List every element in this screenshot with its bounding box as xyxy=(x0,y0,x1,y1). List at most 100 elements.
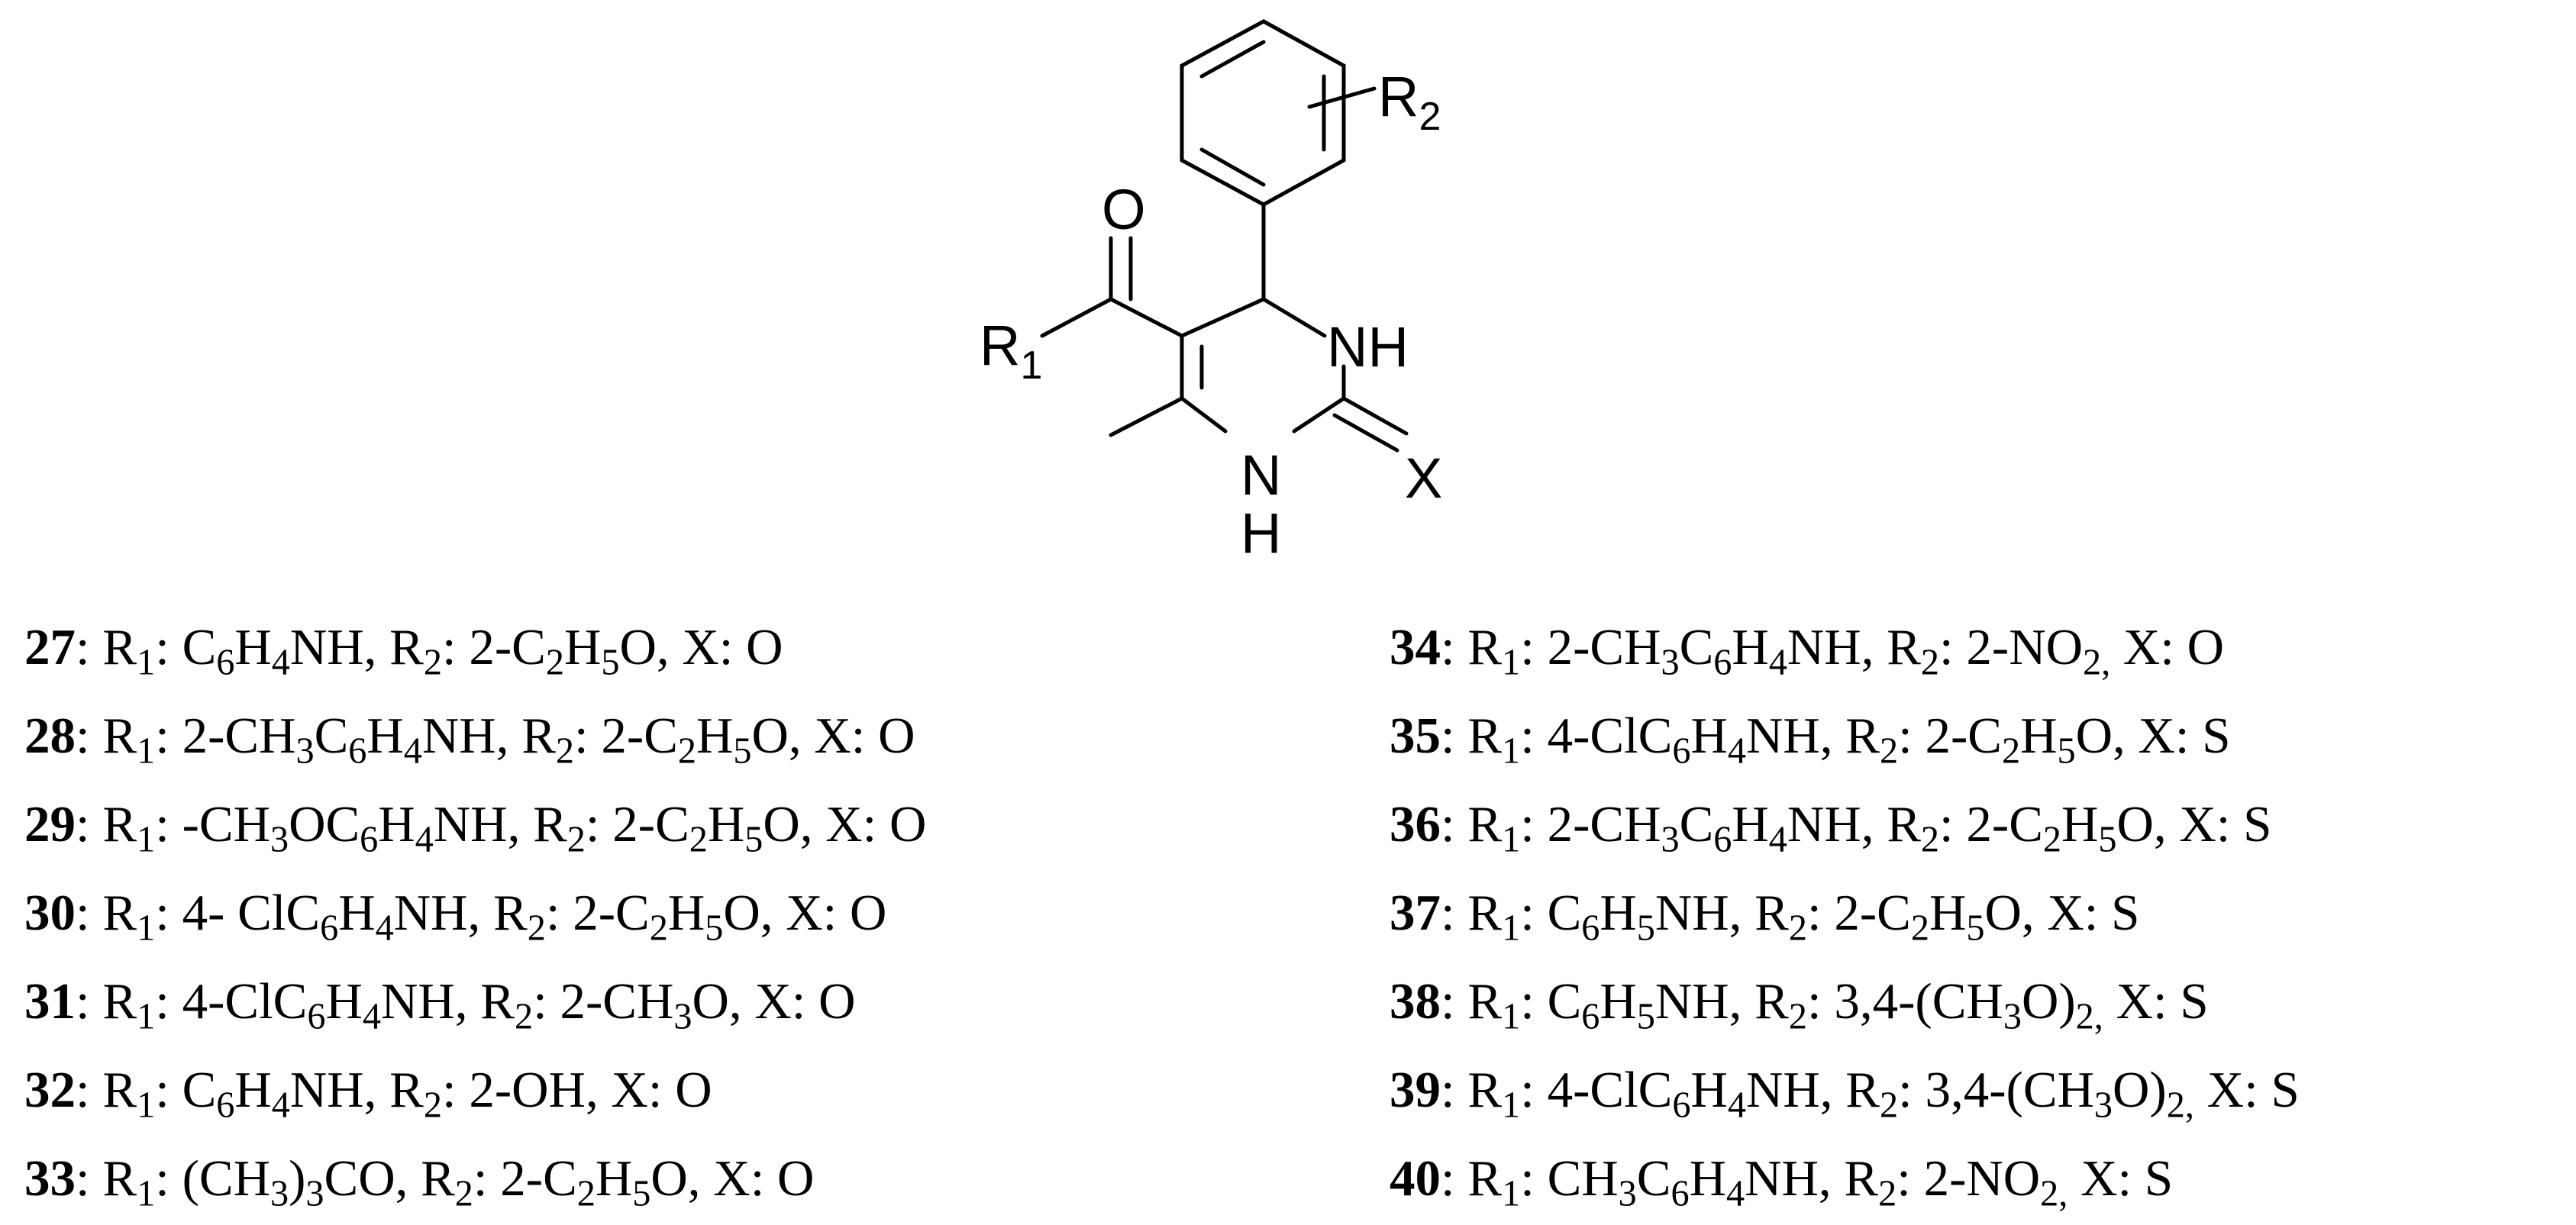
formula-subscript: 5 xyxy=(601,642,620,683)
formula-text: : 2-C xyxy=(473,1150,577,1207)
formula-text: NH, R xyxy=(1746,1062,1880,1118)
formula-subscript: 4 xyxy=(1726,1173,1745,1214)
compound-entry: 28: R1: 2-CH3C6H4NH, R2: 2-C2H5O, X: O xyxy=(24,708,915,772)
r1-label: R1 xyxy=(980,314,1042,388)
formula-text: : 4-ClC xyxy=(1520,1062,1673,1118)
formula-subscript: 3 xyxy=(1618,1173,1637,1214)
formula-text: : 2-C xyxy=(574,708,678,764)
formula-text: H xyxy=(1732,619,1769,675)
oxygen-label: O xyxy=(1102,178,1146,241)
formula-text: R xyxy=(1467,885,1503,941)
formula-text: : C xyxy=(155,619,217,675)
formula-text: : -CH xyxy=(155,796,270,853)
formula-text: NH, R xyxy=(289,619,424,675)
formula-text: : (CH xyxy=(155,1150,270,1207)
formula-subscript: 2, xyxy=(2040,1173,2068,1214)
formula-text: H xyxy=(234,619,272,675)
formula-subscript: 1 xyxy=(137,1173,156,1214)
formula-text: : 3,4-(CH xyxy=(1898,1062,2094,1118)
compound-number: 32 xyxy=(24,1062,76,1118)
formula-subscript: 1 xyxy=(1502,907,1521,949)
formula-text: C xyxy=(1679,619,1714,675)
formula-text: H xyxy=(234,1062,272,1118)
chemical-structure-scaffold: R2 O R1 NH N H X xyxy=(980,19,1442,565)
formula-subscript: 2 xyxy=(1920,819,1940,860)
formula-text: NH, R xyxy=(421,708,556,764)
compound-entry: 31: R1: 4-ClC6H4NH, R2: 2-CH3O, X: O xyxy=(24,973,856,1037)
formula-subscript: 2 xyxy=(1878,1173,1897,1214)
formula-text: O) xyxy=(2113,1062,2167,1118)
r2-label: R2 xyxy=(1378,65,1441,139)
formula-text: H xyxy=(1732,796,1769,853)
formula-text: NH, R xyxy=(1654,973,1789,1030)
formula-subscript: 2 xyxy=(2042,819,2062,860)
formula-subscript: 5 xyxy=(2057,730,2076,772)
formula-subscript: 5 xyxy=(705,907,724,949)
formula-text: H xyxy=(564,619,602,675)
formula-text: : 2-C xyxy=(1898,708,2002,764)
compound-number: 35 xyxy=(1390,708,1441,764)
r2-bond xyxy=(1307,86,1377,109)
compound-entry: 38: R1: C6H5NH, R2: 3,4-(CH3O)2, X: S xyxy=(1390,973,2209,1037)
formula-subscript: 1 xyxy=(1502,819,1521,860)
formula-text: CO, R xyxy=(324,1150,455,1207)
formula-subscript: 1 xyxy=(137,996,156,1037)
formula-text: R xyxy=(102,1150,137,1207)
nh-bottom-h-label: H xyxy=(1241,501,1281,565)
formula-text: O) xyxy=(2021,973,2076,1030)
formula-subscript: 4 xyxy=(1768,819,1787,860)
carbonyl-bond xyxy=(1109,297,1184,338)
formula-subscript: 5 xyxy=(1636,907,1655,949)
formula-subscript: 2 xyxy=(677,730,697,772)
formula-text: O, X: O xyxy=(723,885,887,941)
formula-subscript: 5 xyxy=(744,819,763,860)
formula-text: : 2-OH, X: O xyxy=(442,1062,712,1118)
formula-subscript: 6 xyxy=(1581,907,1600,949)
formula-text: R xyxy=(1467,708,1503,764)
compound-entry: 40: R1: CH3C6H4NH, R2: 2-NO2, X: S xyxy=(1390,1150,2174,1214)
formula-text: : 4-ClC xyxy=(155,973,308,1030)
formula-text: R xyxy=(1467,796,1503,853)
formula-text: X: O xyxy=(2110,619,2225,675)
formula-text: : 2-C xyxy=(1807,885,1911,941)
compound-entry: 32: R1: C6H4NH, R2: 2-OH, X: O xyxy=(24,1062,712,1126)
compound-number: 29 xyxy=(24,796,76,853)
formula-text: : C xyxy=(155,1062,217,1118)
compound-number: 37 xyxy=(1390,885,1441,941)
formula-text: : 2-NO xyxy=(1896,1150,2041,1207)
formula-subscript: 4 xyxy=(362,996,382,1037)
formula-text: R xyxy=(1467,1150,1503,1207)
formula-subscript: 3 xyxy=(2093,1085,2113,1126)
compound-entry: 30: R1: 4- ClC6H4NH, R2: 2-C2H5O, X: O xyxy=(24,885,887,949)
formula-text: R xyxy=(1467,619,1503,675)
formula-subscript: 2, xyxy=(2082,642,2111,683)
formula-subscript: 6 xyxy=(1672,730,1691,772)
compound-entry: 39: R1: 4-ClC6H4NH, R2: 3,4-(CH3O)2, X: … xyxy=(1390,1062,2300,1126)
formula-text: : 4- ClC xyxy=(155,885,321,941)
phenyl-inner-bond xyxy=(1199,40,1266,79)
formula-subscript: 5 xyxy=(733,730,752,772)
formula-text: NH, R xyxy=(1745,1150,1879,1207)
formula-text: H xyxy=(1929,885,1967,941)
formula-text: R xyxy=(102,973,137,1030)
formula-text: O, X: S xyxy=(1984,885,2140,941)
formula-text: H xyxy=(338,885,376,941)
formula-subscript: 1 xyxy=(137,730,156,772)
compound-number: 30 xyxy=(24,885,76,941)
formula-text: : C xyxy=(1520,885,1582,941)
cx-double-bond xyxy=(1341,396,1409,436)
formula-text: O, X: O xyxy=(751,708,915,764)
formula-subscript: 2 xyxy=(1788,907,1807,949)
formula-text: R xyxy=(102,885,137,941)
formula-subscript: 5 xyxy=(1966,907,1985,949)
formula-subscript: 2 xyxy=(545,642,564,683)
formula-subscript: 5 xyxy=(1636,996,1655,1037)
formula-subscript: 2 xyxy=(2001,730,2021,772)
formula-subscript: 4 xyxy=(415,819,434,860)
formula-text: NH, R xyxy=(289,1062,424,1118)
formula-text: O, X: S xyxy=(2075,708,2231,764)
formula-subscript: 2 xyxy=(567,819,586,860)
formula-subscript: 6 xyxy=(1672,1085,1691,1126)
formula-subscript: 6 xyxy=(320,907,339,949)
